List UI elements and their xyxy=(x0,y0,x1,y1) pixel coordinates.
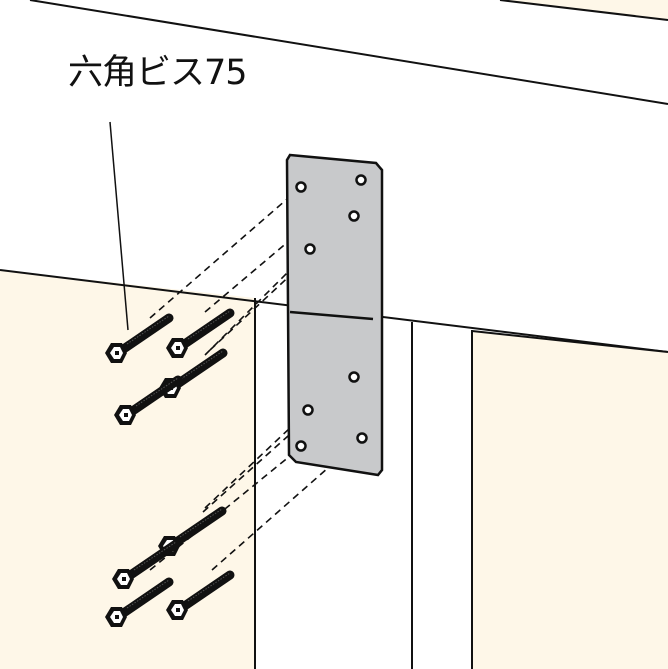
plate-holes xyxy=(295,174,368,452)
upper-beam xyxy=(29,0,668,105)
right-wall xyxy=(472,331,668,669)
callout-leader-line xyxy=(109,121,129,331)
screw-callout-label: 六角ビス75 xyxy=(68,53,248,93)
metal-plate xyxy=(285,153,384,477)
